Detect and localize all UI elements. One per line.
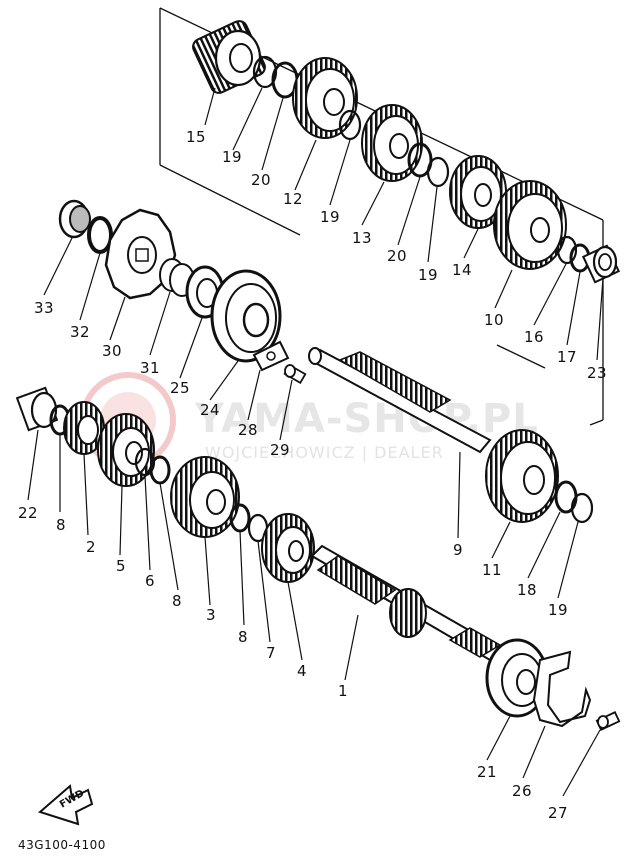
bearing-stopper-28: [252, 340, 290, 372]
circlip-16: [556, 235, 578, 265]
part-label: 21: [477, 763, 497, 781]
part-label: 22: [18, 504, 38, 522]
part-label: 3: [206, 606, 216, 624]
part-label: 12: [283, 190, 303, 208]
part-label: 14: [452, 261, 472, 279]
screw-29: [283, 363, 307, 385]
gear-5: [97, 413, 155, 487]
bearing-23: [581, 244, 621, 284]
leader-lines: [27, 87, 604, 797]
part-label: 18: [517, 581, 537, 599]
part-label: 10: [484, 311, 504, 329]
gear-14: [449, 155, 507, 229]
gear-11: [485, 429, 559, 523]
part-label: 19: [548, 601, 568, 619]
part-label: 15: [186, 128, 206, 146]
part-label: 5: [116, 557, 126, 575]
gear-12: [292, 57, 358, 139]
part-label: 7: [266, 644, 276, 662]
drive-axle-shaft: [308, 347, 492, 454]
gear-13: [361, 104, 423, 182]
part-label: 29: [270, 441, 290, 459]
part-label: 30: [102, 342, 122, 360]
part-label: 8: [238, 628, 248, 646]
circlip-19c: [426, 156, 450, 188]
washer-20b: [407, 142, 433, 178]
gear-2: [63, 401, 105, 455]
gear-4: [261, 513, 315, 583]
fwd-arrow-icon: FWD: [37, 784, 94, 826]
bearing-retainer-26: [532, 650, 592, 728]
part-label: 23: [587, 364, 607, 382]
part-label: 27: [548, 804, 568, 822]
gear-3: [170, 456, 240, 538]
part-labels: 15 19 20 12 19 13 20 19 14 10 16 17 23 3…: [18, 128, 607, 822]
part-label: 16: [524, 328, 544, 346]
screw-27: [595, 711, 621, 731]
part-label: 28: [238, 421, 258, 439]
part-label: 8: [56, 516, 66, 534]
part-label: 33: [34, 299, 54, 317]
part-label: 19: [320, 208, 340, 226]
circlip-19b: [338, 109, 362, 141]
part-label: 6: [145, 572, 155, 590]
part-label: 26: [512, 782, 532, 800]
part-label: 11: [482, 561, 502, 579]
part-label: 1: [338, 682, 348, 700]
part-label: 20: [251, 171, 271, 189]
drive-sprocket-30: [104, 208, 177, 300]
gear-15: [192, 20, 266, 94]
part-label: 32: [70, 323, 90, 341]
part-label: 13: [352, 229, 372, 247]
bearing-24: [210, 269, 282, 363]
part-label: 2: [86, 538, 96, 556]
watermark-subtitle: WOJCIECHOWICZ | DEALER: [205, 443, 444, 462]
part-label: 17: [557, 348, 577, 366]
part-label: 8: [172, 592, 182, 610]
washer-8b: [149, 455, 171, 485]
part-label: 31: [140, 359, 160, 377]
gear-10: [493, 180, 567, 270]
oil-seal-33: [58, 199, 91, 239]
main-axle-shaft-1: [310, 544, 502, 662]
part-label: 19: [222, 148, 242, 166]
part-label: 9: [453, 541, 463, 559]
part-label: 20: [387, 247, 407, 265]
part-label: 24: [200, 401, 220, 419]
part-label: 25: [170, 379, 190, 397]
circlip-19a: [252, 55, 278, 89]
diagram-code: 43G100-4100: [18, 838, 106, 852]
part-label: 19: [418, 266, 438, 284]
bearing-21: [485, 638, 549, 718]
part-label: 4: [297, 662, 307, 680]
circlip-19d: [570, 492, 594, 524]
collar-32: [87, 216, 113, 254]
